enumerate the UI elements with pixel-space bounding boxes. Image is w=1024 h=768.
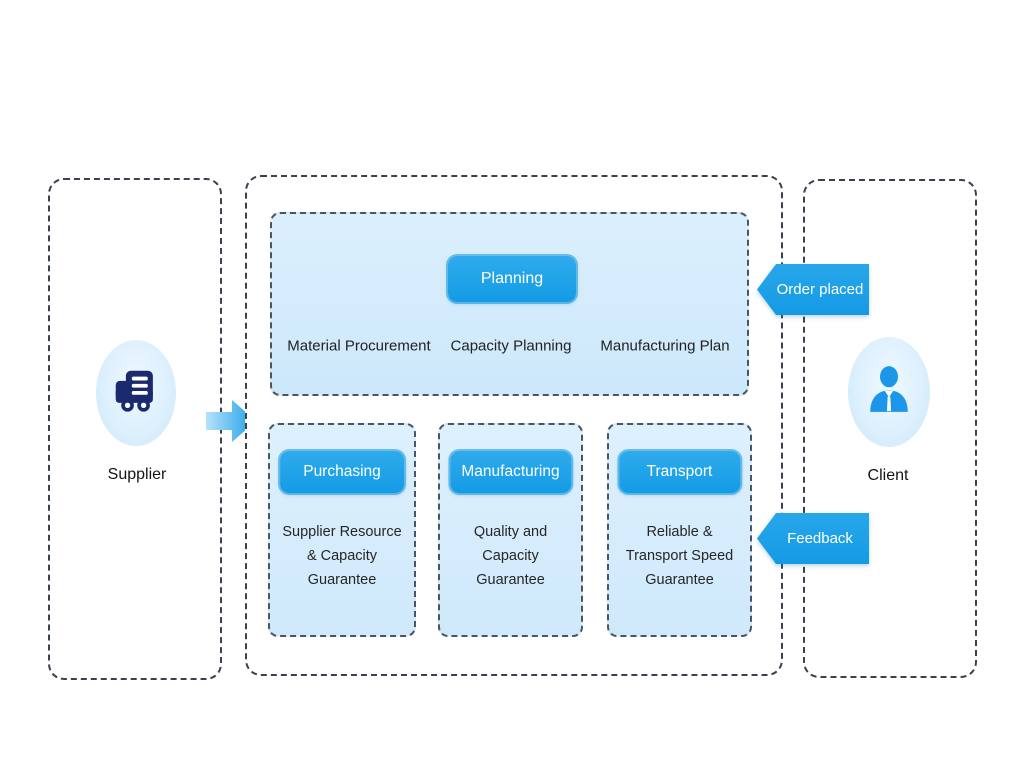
supplier-avatar xyxy=(96,340,176,446)
planning-node: Planning xyxy=(448,256,576,302)
transport-description: Reliable & Transport Speed Guarantee xyxy=(625,524,734,588)
arrow-right-icon xyxy=(206,398,256,444)
manufacturing-node: Manufacturing xyxy=(449,451,572,493)
order-placed-label: Order placed xyxy=(757,264,869,315)
client-label: Client xyxy=(867,467,909,484)
planning-panel xyxy=(270,212,749,396)
purchasing-description: Supplier Resource & Capacity Guarantee xyxy=(282,524,402,588)
manufacturing-description: Quality and Capacity Guarantee xyxy=(473,524,548,588)
feedback-label: Feedback xyxy=(757,513,869,564)
purchasing-node: Purchasing xyxy=(280,451,404,493)
feedback-arrow: Feedback xyxy=(757,513,869,564)
planning-item-capacity-planning: Capacity Planning xyxy=(450,337,572,355)
purchasing-card: Purchasing Supplier Resource & Capacity … xyxy=(268,423,416,637)
manufacturing-card: Manufacturing Quality and Capacity Guara… xyxy=(438,423,583,637)
client-avatar xyxy=(848,337,930,447)
transport-card: Transport Reliable & Transport Speed Gua… xyxy=(607,423,752,637)
person-icon xyxy=(864,362,914,423)
truck-icon xyxy=(109,367,163,420)
order-placed-arrow: Order placed xyxy=(757,264,869,315)
transport-node: Transport xyxy=(618,451,741,493)
supplier-label: Supplier xyxy=(107,466,167,483)
planning-item-material-procurement: Material Procurement xyxy=(287,337,431,355)
planning-item-manufacturing-plan: Manufacturing Plan xyxy=(600,337,730,355)
